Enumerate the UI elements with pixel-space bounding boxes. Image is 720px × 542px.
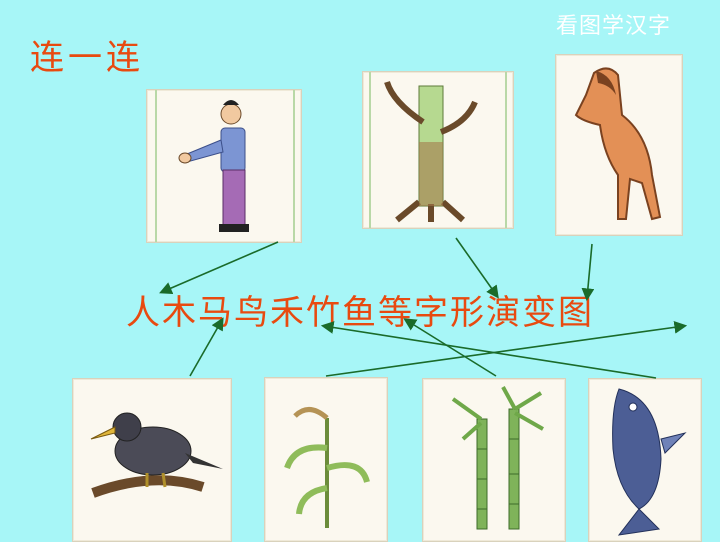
tree-icon (384, 80, 478, 223)
corner-title: 看图学汉字 (556, 14, 672, 39)
picture-card-bamboo[interactable] (422, 378, 566, 542)
fish-icon (612, 388, 687, 536)
picture-card-grain[interactable] (264, 377, 388, 542)
picture-card-person[interactable] (146, 89, 302, 243)
picture-card-fish[interactable] (588, 378, 702, 542)
grain-plant-icon (284, 407, 370, 528)
picture-card-tree[interactable] (362, 71, 514, 229)
picture-card-horse[interactable] (555, 54, 683, 236)
character-line: 人木马鸟禾竹鱼等字形演变图 (126, 293, 594, 333)
crow-icon (90, 412, 223, 498)
person-icon (178, 100, 249, 232)
page-title: 连一连 (30, 38, 144, 78)
picture-card-crow[interactable] (72, 378, 232, 542)
horse-icon (574, 67, 662, 221)
bamboo-icon (451, 386, 544, 530)
